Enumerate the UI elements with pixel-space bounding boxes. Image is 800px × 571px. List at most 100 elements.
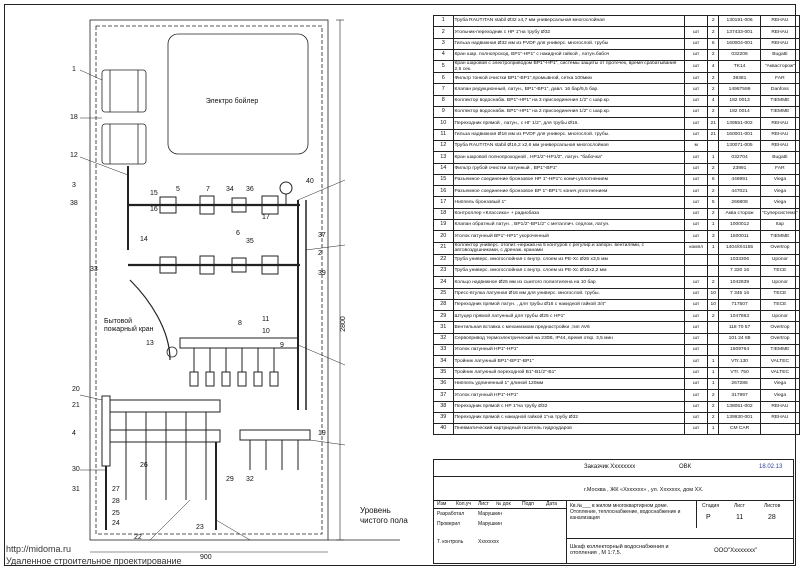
spec-cell-qty	[707, 253, 720, 266]
spec-cell-n: 4	[433, 48, 454, 62]
spec-cell-desc: Штуцер прямой латунный для трубы Ø25 с Н…	[452, 310, 686, 323]
spec-cell-unit: шт	[684, 377, 709, 391]
spec-cell-unit: шт	[684, 37, 709, 50]
spec-cell-mfr: REHAU	[759, 26, 800, 39]
spec-cell-art: 317997	[718, 389, 761, 402]
spec-cell-n: 17	[433, 196, 454, 209]
spec-cell-unit: шт	[684, 332, 709, 346]
callout-39: 39	[318, 270, 326, 277]
watermark-url[interactable]: http://midoma.ru	[6, 544, 72, 554]
spec-cell-qty: 5	[707, 196, 720, 209]
spec-cell-desc: Кольцо надвижное Ø25 мм из сшитого полиэ…	[452, 276, 686, 289]
spec-cell-desc: Угольник-переходник с НР 1"на трубу Ø32	[452, 26, 686, 39]
spec-cell-unit: шт	[684, 48, 709, 62]
spec-cell-qty: 4	[707, 60, 720, 74]
spec-cell-unit	[684, 264, 709, 278]
spec-cell-art: 182 0013	[718, 94, 761, 108]
callout-32: 32	[246, 476, 254, 483]
callout-35: 35	[246, 238, 254, 245]
dimension-height: 2800	[339, 316, 347, 332]
spec-cell-desc: Клапан редукционный, латун., ВР1"-ВР1", …	[452, 83, 686, 96]
spec-cell-qty: 2	[707, 310, 720, 323]
spec-cell-qty: 2	[707, 72, 720, 85]
project-description: Кв.№___ в жилом многоквартирном доме. От…	[570, 503, 681, 521]
spec-cell-n: 36	[433, 377, 454, 391]
spec-cell-n: 2	[433, 26, 454, 39]
spec-cell-unit	[684, 14, 709, 28]
spec-cell-unit	[684, 253, 709, 266]
callout-1: 1	[72, 66, 76, 73]
spec-cell-unit: м	[684, 139, 709, 153]
spec-cell-unit: шт	[684, 60, 709, 74]
hydrant-label: Бытовой пожарный кран	[104, 318, 154, 333]
callout-14: 14	[140, 236, 148, 243]
watermark-caption: Удаленное строительное проектирование	[6, 556, 182, 566]
spec-cell-qty: 21	[707, 117, 720, 130]
spec-cell-mfr: Uponor	[759, 253, 800, 266]
spec-cell-desc: Переходник прямой , латун., с НГ 1/2", д…	[452, 117, 686, 130]
spec-cell-unit: шт	[684, 196, 709, 209]
spec-cell-art: 182 0014	[718, 106, 761, 119]
spec-cell-n: 21	[433, 241, 454, 255]
cabinet-drawing	[79, 19, 400, 553]
spec-cell-n: 7	[433, 83, 454, 96]
spec-cell-desc: Ниппель бронзовый 1"	[452, 196, 686, 209]
spec-cell-desc: Тройник латунный ВР1"-ВР1"-ВР1"	[452, 355, 686, 368]
spec-cell-mfr: FAR	[759, 162, 800, 175]
spec-cell-n: 24	[433, 276, 454, 289]
spec-cell-mfr: TECE	[759, 264, 800, 278]
spec-cell-unit: шт	[684, 151, 709, 164]
spec-cell-mfr: REHAU	[759, 400, 800, 413]
spec-cell-desc: Клапан обратный латун. , ВР1/2"-ВР1/2" с…	[452, 219, 686, 232]
spec-cell-qty: 2	[707, 48, 720, 62]
spec-cell-n: 32	[433, 332, 454, 346]
spec-cell-qty: 1	[707, 219, 720, 232]
spec-cell-art: 14987599	[718, 83, 761, 96]
spec-cell-art: 7 320 16	[718, 264, 761, 278]
spec-cell-qty	[707, 321, 720, 334]
spec-cell-unit: шт	[684, 162, 709, 175]
spec-cell-unit: шт	[684, 117, 709, 130]
callout-23: 23	[196, 524, 204, 531]
spec-cell-mfr: REHAU	[759, 139, 800, 153]
spec-cell-art: VTr. 750	[718, 366, 761, 379]
spec-cell-n: 23	[433, 264, 454, 278]
spec-cell-art: 137433-001	[718, 26, 761, 39]
name-checker: Марушкин	[478, 521, 502, 527]
hdr-izm: Изм	[437, 501, 447, 507]
spec-cell-mfr: TIEMME	[759, 230, 800, 243]
dimension-width: 900	[200, 554, 212, 561]
callout-30: 30	[72, 466, 80, 473]
spec-cell-unit: шт	[684, 355, 709, 368]
sheets-label: Листов	[764, 503, 781, 509]
spec-cell-mfr: Viega	[759, 196, 800, 209]
spec-cell-art: 717507	[718, 298, 761, 312]
callout-17: 17	[262, 214, 270, 221]
spec-cell-qty: 2	[707, 276, 720, 289]
spec-cell-qty: 21	[707, 128, 720, 141]
company-name: ООО"Хххххххх"	[714, 548, 758, 554]
spec-cell-mfr: REHAU	[759, 117, 800, 130]
spec-cell-unit: шт	[684, 106, 709, 119]
spec-cell-desc: Коллектор водоснабж. ВР1"-НР1" на 2 прис…	[452, 106, 686, 119]
spec-cell-unit: шт	[684, 366, 709, 379]
hydrant-pipe	[129, 279, 171, 361]
callout-33: 33	[90, 266, 98, 273]
spec-cell-desc: Кран шаровой полнопроходной , НР1/2"-НР1…	[452, 151, 686, 164]
spec-cell-art: 39381	[718, 72, 761, 85]
cabinet-inner	[95, 25, 323, 535]
spec-cell-art: 7 345 16	[718, 287, 761, 300]
spec-cell-desc: Кран шаровой с электроприводом ВР1"-НР1"…	[452, 60, 686, 74]
